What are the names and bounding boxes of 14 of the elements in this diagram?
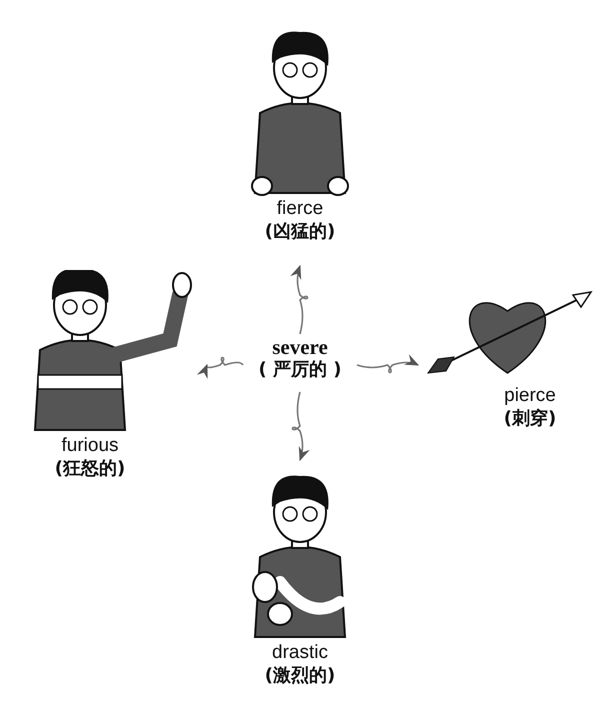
- word-text: drastic: [272, 642, 328, 664]
- word-text: pierce: [504, 385, 556, 407]
- translation-text: (狂怒的): [54, 457, 126, 481]
- arrow: [292, 392, 310, 462]
- word-text: furious: [61, 435, 119, 457]
- arrow: [290, 264, 308, 334]
- arrow: [356, 354, 420, 374]
- arrow: [198, 356, 244, 379]
- word-text: severe: [272, 336, 328, 358]
- translation-text: (刺穿): [504, 407, 556, 431]
- word-text: fierce: [276, 198, 324, 220]
- translation-text: ( 严厉的 ): [258, 358, 342, 382]
- translation-text: (凶猛的): [264, 220, 336, 244]
- translation-text: (激烈的): [264, 664, 336, 688]
